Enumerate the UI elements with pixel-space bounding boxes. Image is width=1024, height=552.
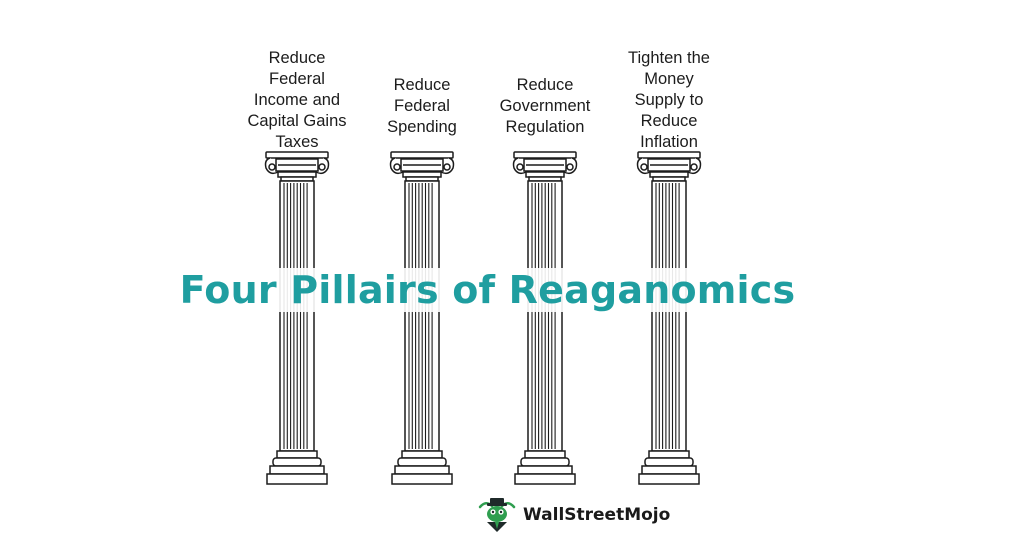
pillar-label-line: Reduce xyxy=(640,112,698,130)
pillar-label-line: Money xyxy=(644,70,694,88)
pillar-label-line: Taxes xyxy=(275,133,319,151)
brand-logo: WallStreetMojo xyxy=(478,498,670,532)
ionic-column-3 xyxy=(512,151,578,485)
pillar-label-2: Reduce Federal Spending xyxy=(347,75,497,138)
ionic-column-2 xyxy=(389,151,455,485)
pillar-label-line: Government xyxy=(499,97,591,115)
pillar-label-line: Federal xyxy=(269,70,325,88)
pillar-label-line: Federal xyxy=(394,97,450,115)
bull-mascot-icon xyxy=(478,498,516,532)
pillar-label-line: Income and xyxy=(253,91,341,109)
ionic-column-4 xyxy=(636,151,702,485)
pillar-label-line: Reduce xyxy=(268,49,326,67)
diagram-title: Four Pillairs of Reaganomics xyxy=(0,262,975,318)
pillar-label-line: Inflation xyxy=(640,133,698,151)
ionic-column-1 xyxy=(264,151,330,485)
brand-name: WallStreetMojo xyxy=(523,505,671,525)
pillar-label-4: Tighten the Money Supply to Reduce Infla… xyxy=(594,48,744,153)
pillar-label-line: Reduce xyxy=(516,76,574,94)
pillar-label-line: Capital Gains xyxy=(247,112,347,130)
pillar-label-line: Spending xyxy=(387,118,457,136)
pillar-label-1: Reduce Federal Income and Capital Gains … xyxy=(222,48,372,153)
pillar-label-line: Regulation xyxy=(505,118,585,136)
pillar-label-line: Tighten the xyxy=(628,49,710,67)
pillar-label-line: Supply to xyxy=(634,91,704,109)
diagram-title-text: Four Pillairs of Reaganomics xyxy=(173,268,802,312)
pillar-label-3: Reduce Government Regulation xyxy=(470,75,620,138)
pillar-label-line: Reduce xyxy=(393,76,451,94)
